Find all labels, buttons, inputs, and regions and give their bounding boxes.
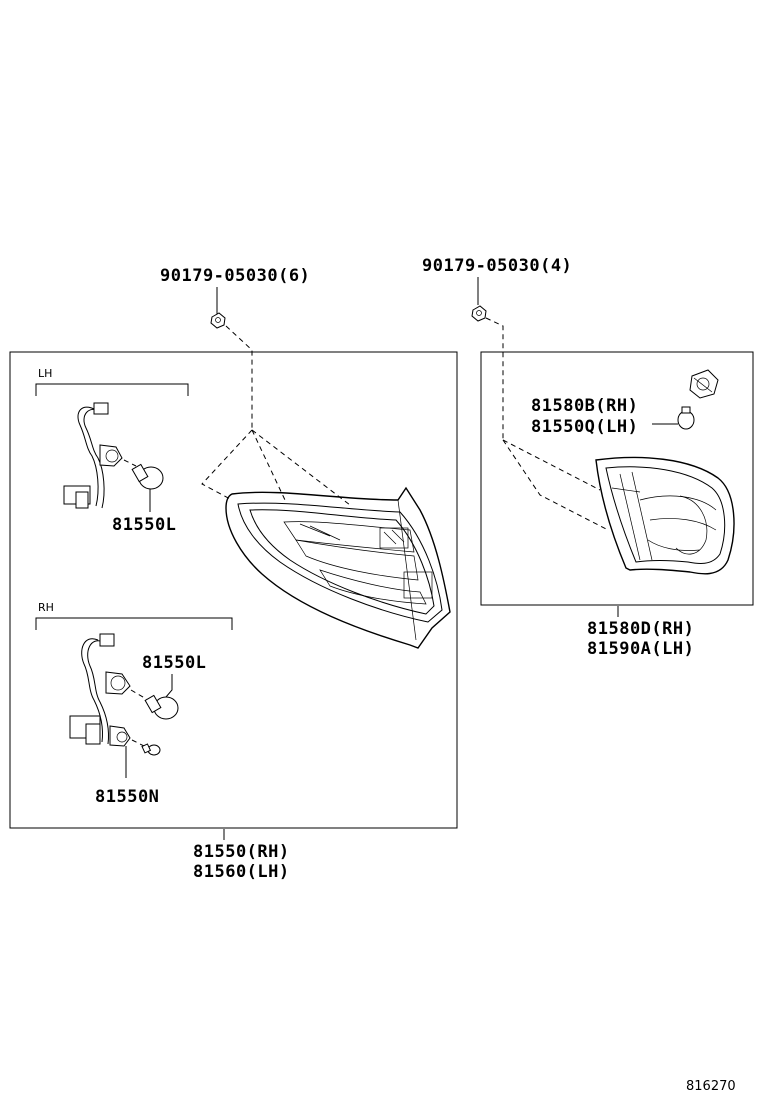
- outer-lamp-frame: [9, 351, 458, 829]
- inner-lamp-icon: [595, 456, 735, 575]
- bolt-left-label: 90179-05030(6): [160, 266, 310, 286]
- lh-bulb-label: 81550L: [112, 515, 176, 535]
- lh-socket-harness: [63, 402, 123, 509]
- rh-upper-bulb-icon: [144, 694, 179, 720]
- inner-lamp-frame: [480, 351, 754, 606]
- rh-upper-bulb-label: 81550L: [142, 653, 206, 673]
- outer-lamp-icon: [225, 486, 451, 649]
- inner-lamp-rh-label: 81580D(RH): [587, 619, 694, 639]
- rh-lower-bulb-icon: [141, 743, 161, 756]
- inner-bulb-lh-label: 81550Q(LH): [531, 417, 638, 437]
- outer-lamp-lh-label: 81560(LH): [193, 862, 290, 882]
- lh-bulb-icon: [131, 463, 164, 490]
- inner-bulb-rh-label: 81580B(RH): [531, 396, 638, 416]
- diagram-ref-number: 816270: [686, 1079, 736, 1094]
- bolt-right-icon: [471, 305, 487, 322]
- inner-lamp-assembly: 90179-05030(4) 81580B(RH) 81550Q(LH): [422, 256, 754, 659]
- bolt-right-label: 90179-05030(4): [422, 256, 572, 276]
- rh-section-label: RH: [38, 601, 54, 614]
- outer-lamp-assembly: 90179-05030(6) LH 81550L: [9, 266, 458, 882]
- lh-section-label: LH: [38, 367, 52, 380]
- rh-socket-harness: [69, 633, 131, 747]
- outer-lamp-rh-label: 81550(RH): [193, 842, 290, 862]
- inner-bulb-icon: [677, 406, 695, 430]
- inner-lamp-lh-label: 81590A(LH): [587, 639, 694, 659]
- bolt-left-icon: [210, 312, 226, 329]
- inner-socket-icon: [689, 369, 719, 399]
- rh-lower-bulb-label: 81550N: [95, 787, 159, 807]
